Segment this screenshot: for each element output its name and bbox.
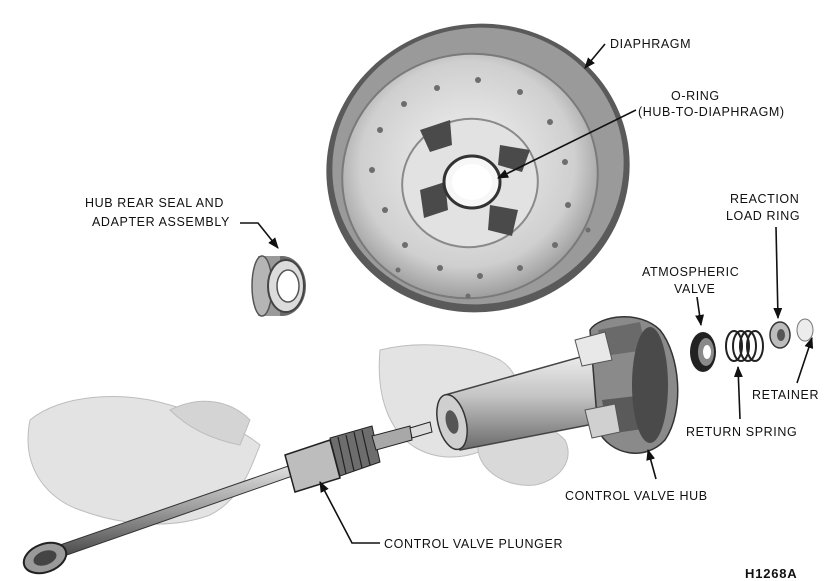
label-reaction-line1: REACTION <box>730 192 799 206</box>
label-hub-seal-line2: ADAPTER ASSEMBLY <box>92 215 230 229</box>
label-diaphragm: DIAPHRAGM <box>610 37 691 51</box>
label-oring-line1: O-RING <box>671 89 720 103</box>
retainer-part <box>797 319 813 341</box>
label-retainer: RETAINER <box>752 388 819 402</box>
reaction-load-ring-part <box>770 322 790 348</box>
label-atmospheric-line2: VALVE <box>674 282 715 296</box>
return-spring-part <box>726 331 763 361</box>
hub-rear-seal-part <box>252 256 306 316</box>
atmospheric-valve-part <box>690 332 716 372</box>
label-oring-line2: (HUB-TO-DIAPHRAGM) <box>638 105 785 119</box>
figure-id: H1268A <box>745 566 798 581</box>
label-hub-seal-line1: HUB REAR SEAL AND <box>85 196 224 210</box>
label-return-spring: RETURN SPRING <box>686 425 797 439</box>
diaphragm-part <box>299 0 656 340</box>
label-control-valve-plunger: CONTROL VALVE PLUNGER <box>384 537 563 551</box>
label-control-valve-hub: CONTROL VALVE HUB <box>565 489 708 503</box>
label-reaction-line2: LOAD RING <box>726 209 800 223</box>
label-atmospheric-line1: ATMOSPHERIC <box>642 265 739 279</box>
